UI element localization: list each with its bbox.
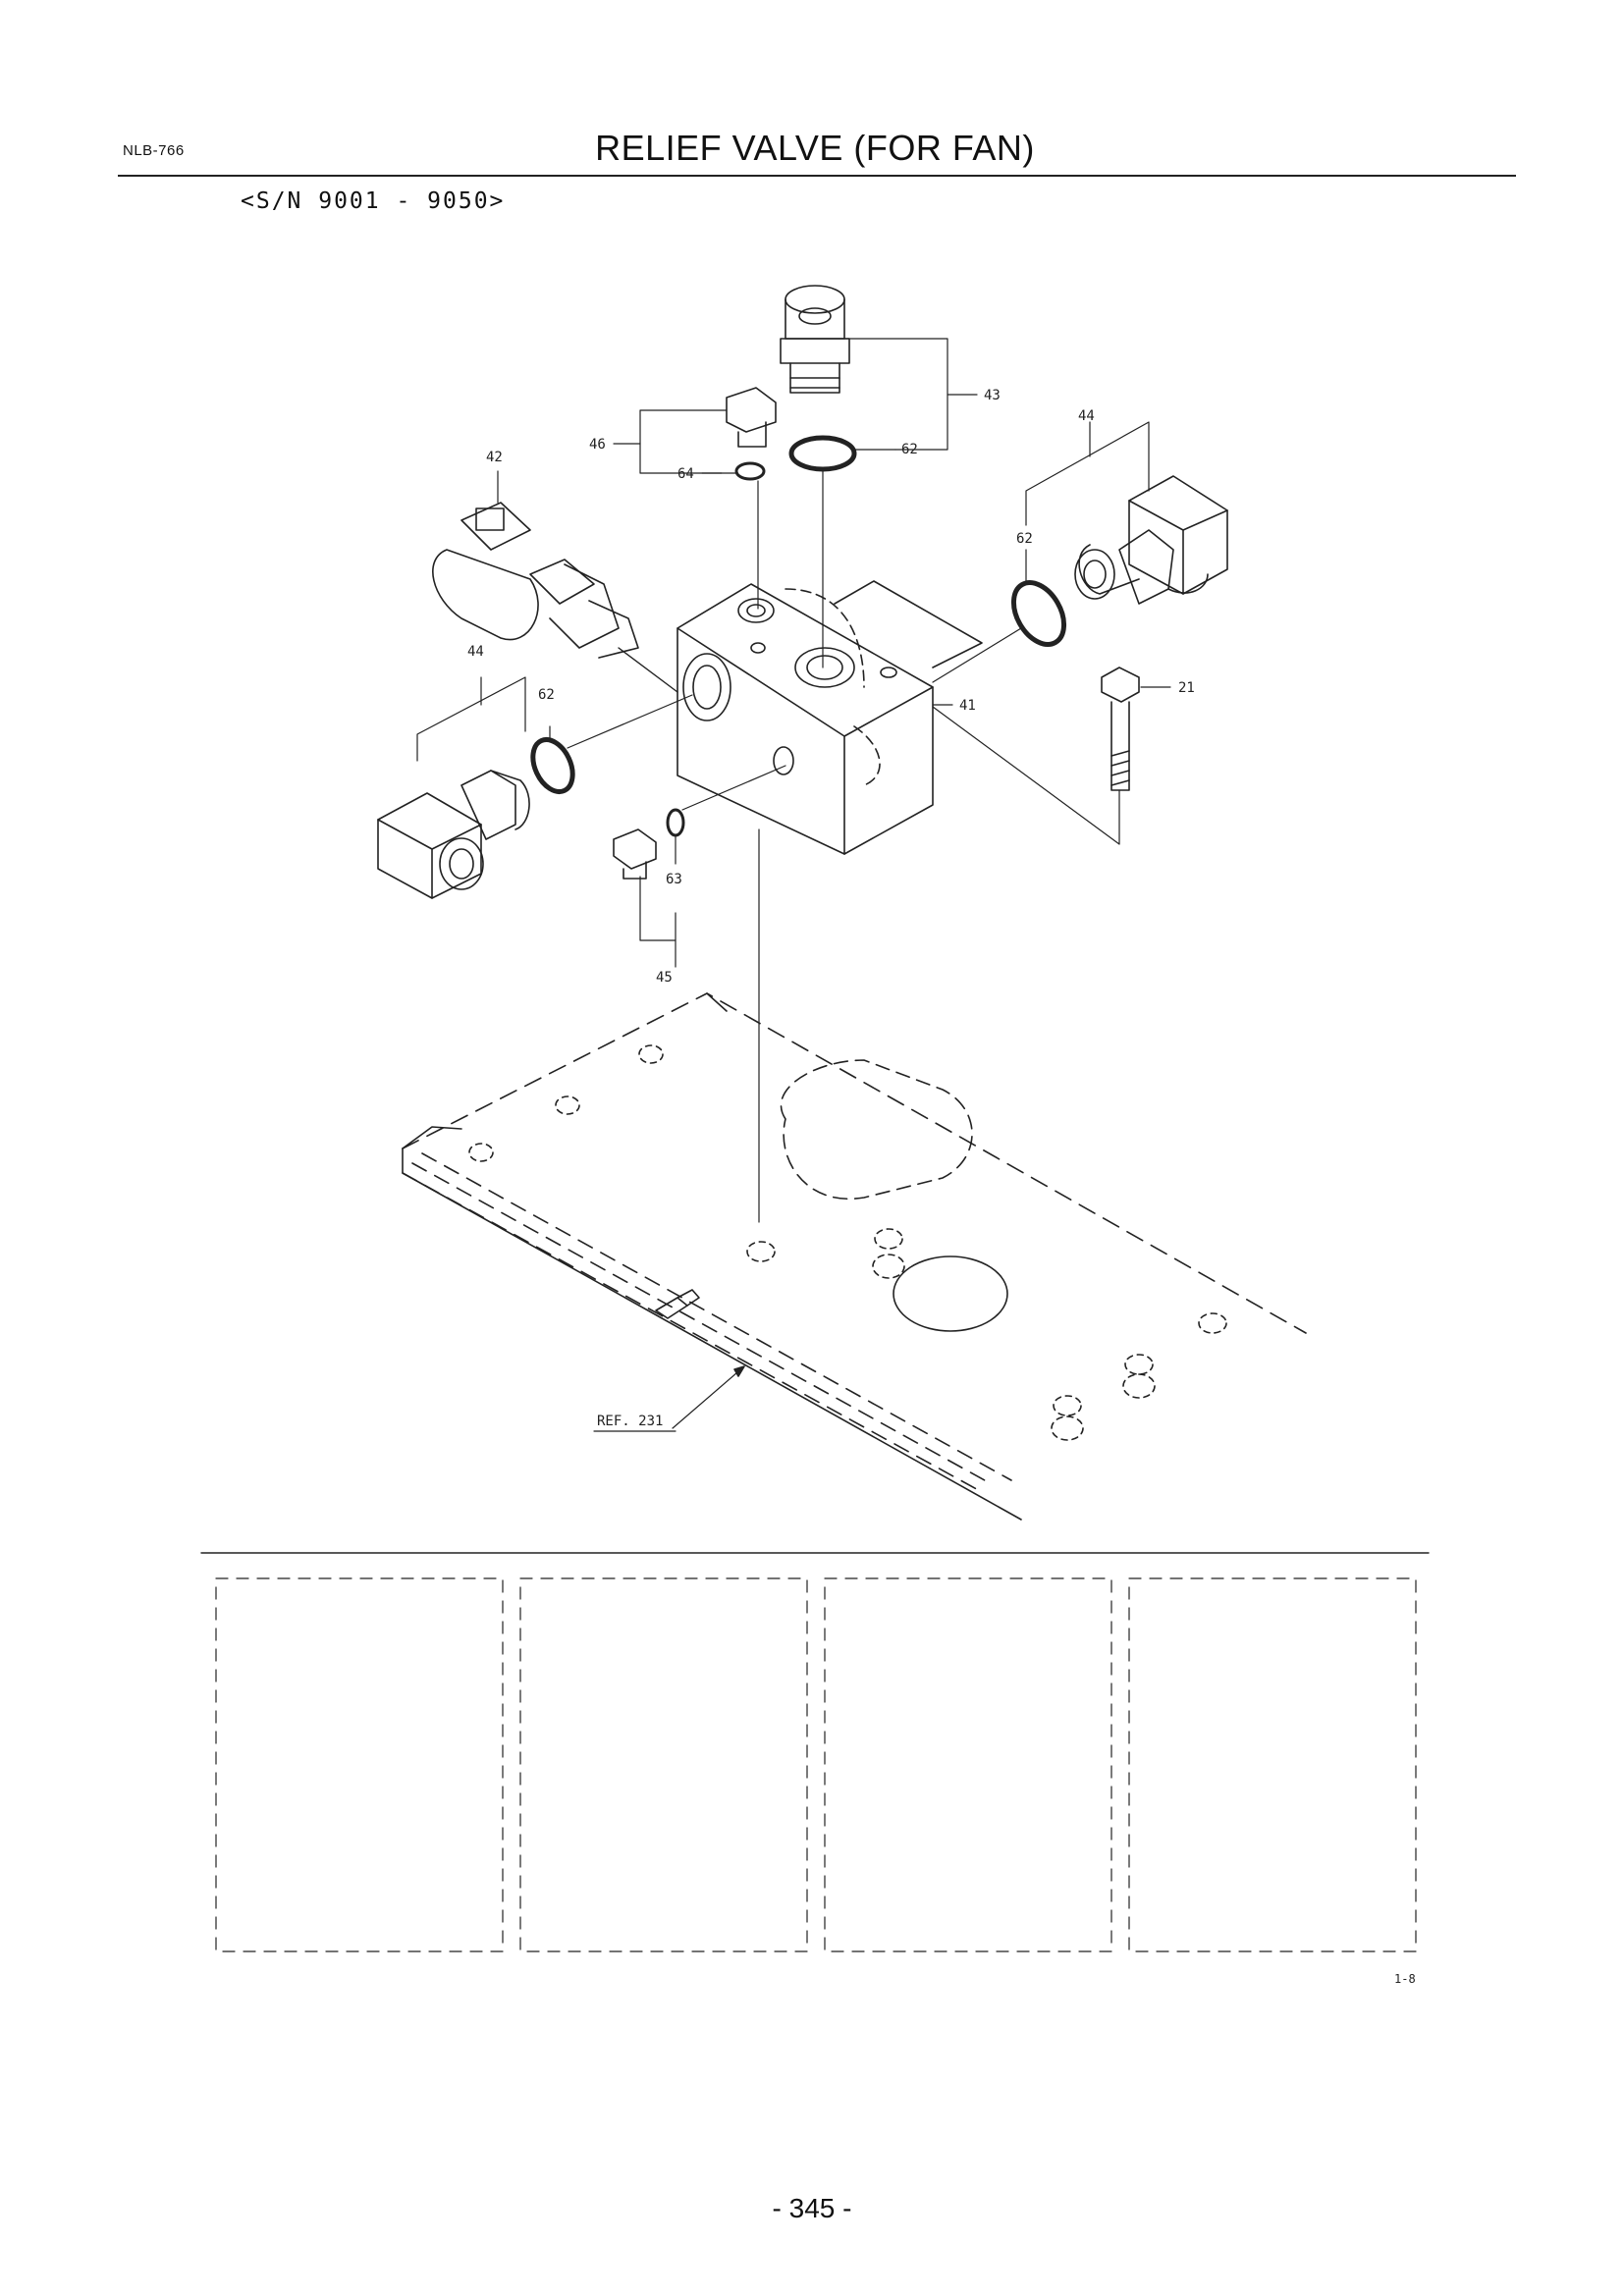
callout-21: 21 [1178, 680, 1195, 696]
leader-lines [416, 338, 1171, 968]
document-code: NLB-766 [123, 142, 185, 159]
header-rule [118, 175, 1516, 177]
o-ring-62-right [1010, 580, 1067, 647]
callout-44-right: 44 [1078, 408, 1095, 424]
elbow-fitting-right [1074, 475, 1228, 605]
figure-code: 1-8 [1394, 1972, 1416, 1986]
o-ring-62-left [530, 737, 575, 794]
notes-box-1 [215, 1577, 504, 1952]
o-ring-63 [666, 808, 685, 837]
page-title: RELIEF VALVE (FOR FAN) [595, 128, 1035, 168]
callout-64: 64 [677, 466, 694, 482]
o-ring-64 [734, 461, 766, 481]
notes-box-3 [824, 1577, 1112, 1952]
callout-43: 43 [984, 388, 1001, 403]
notes-box-2 [519, 1577, 808, 1952]
base-plate [402, 992, 1307, 1521]
callout-45: 45 [656, 970, 673, 986]
o-ring-62-top [788, 435, 857, 472]
plug-46 [726, 387, 777, 448]
callout-42: 42 [486, 450, 503, 465]
elbow-fitting-left [377, 770, 530, 899]
solenoid-valve [432, 502, 678, 693]
valve-block [677, 580, 983, 855]
bolt-21 [1101, 667, 1140, 791]
callout-62-top: 62 [901, 442, 918, 457]
plug-45 [613, 828, 657, 880]
callout-41: 41 [959, 698, 976, 714]
callout-46: 46 [589, 437, 606, 453]
callout-62-right: 62 [1016, 531, 1033, 547]
upper-fitting [780, 285, 850, 394]
page-number: - 345 - [772, 2193, 852, 2223]
callout-63: 63 [666, 872, 682, 887]
reference-label: REF. 231 [597, 1414, 663, 1429]
callout-62-left: 62 [538, 687, 555, 703]
notes-boxes [215, 1577, 1417, 1952]
notes-box-4 [1128, 1577, 1417, 1952]
serial-range: <S/N 9001 - 9050> [241, 188, 506, 214]
callout-44-left: 44 [467, 644, 484, 660]
